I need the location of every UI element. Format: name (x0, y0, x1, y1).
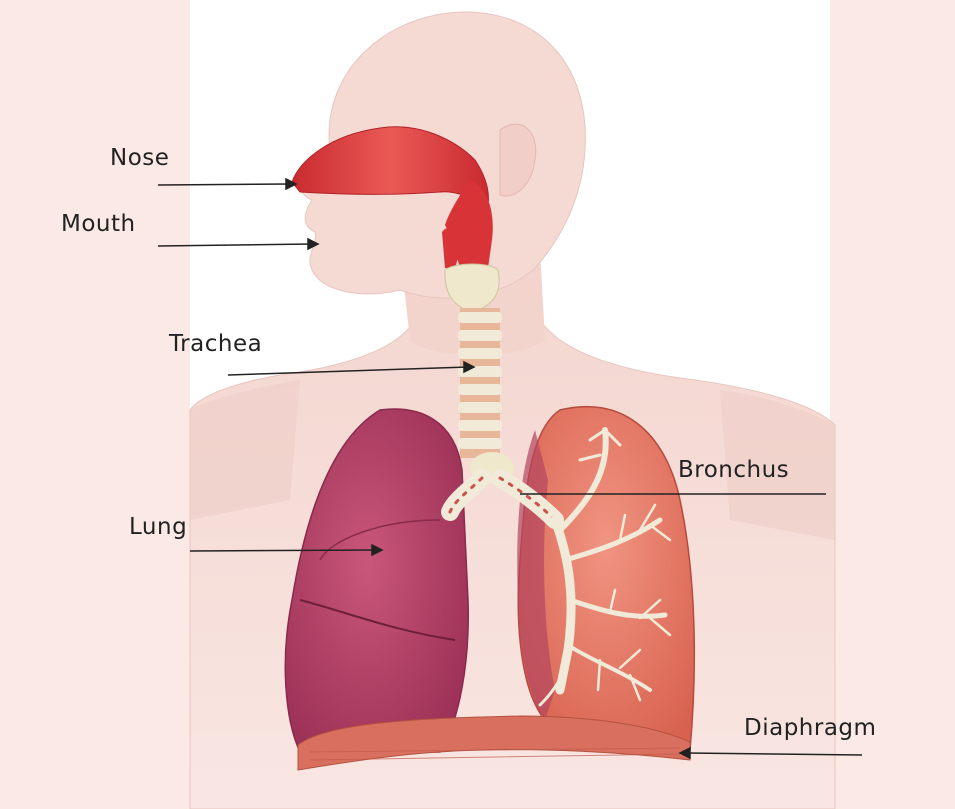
mouth-label: Mouth (61, 213, 136, 236)
trachea-label: Trachea (169, 333, 262, 356)
background-left-panel (0, 0, 190, 809)
nose-label: Nose (110, 147, 169, 170)
lung-label: Lung (129, 516, 187, 539)
background-right-panel (830, 0, 955, 809)
diaphragm-label: Diaphragm (744, 717, 876, 740)
lung-pointer-line (190, 550, 376, 551)
bronchus-label: Bronchus (678, 459, 789, 482)
nose-pointer-line (158, 184, 290, 185)
